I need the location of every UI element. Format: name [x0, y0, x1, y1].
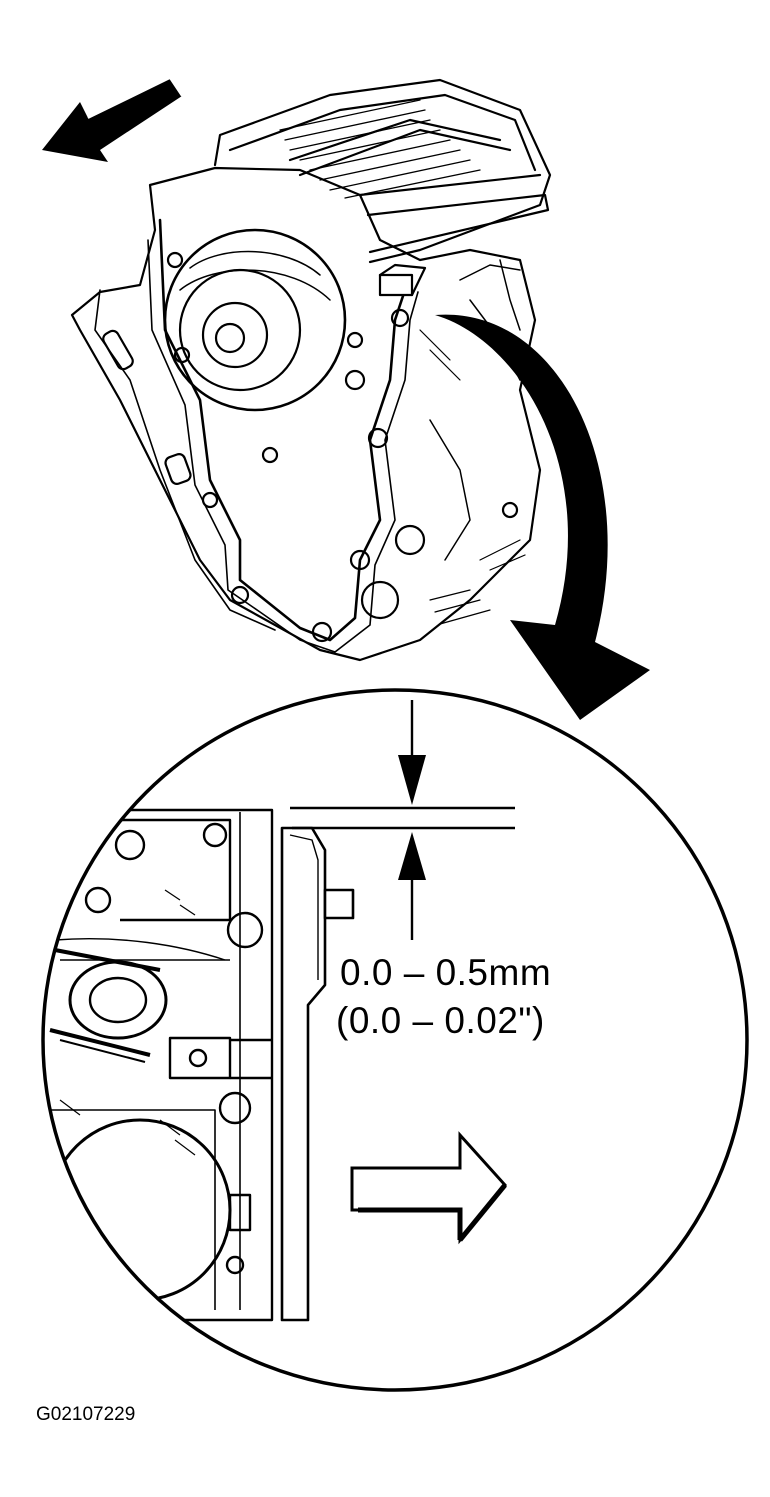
magnified-block-face	[43, 808, 274, 1322]
front-cover-edge	[280, 826, 355, 1322]
detail-callout-arrow-icon	[435, 314, 650, 720]
slide-direction-arrow-icon	[350, 1131, 507, 1245]
magnified-detail-circle	[41, 688, 749, 1392]
engine-front-arrow-icon	[42, 76, 183, 162]
engine-block-illustration	[70, 78, 552, 662]
clearance-spec-imperial: (0.0 – 0.02")	[336, 1000, 545, 1041]
clearance-measurement	[290, 700, 515, 940]
clearance-spec-metric: 0.0 – 0.5mm	[340, 952, 552, 993]
figure-id: G02107229	[36, 1404, 136, 1425]
